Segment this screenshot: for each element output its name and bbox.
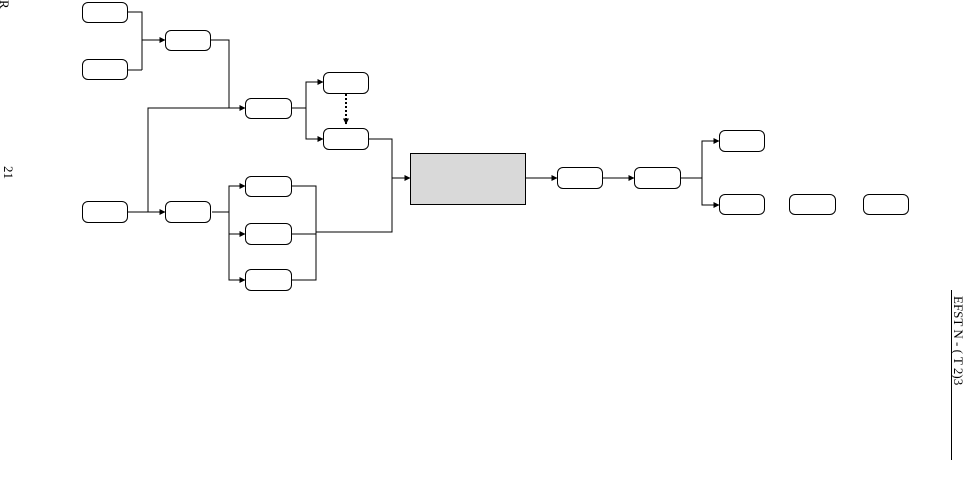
diagram-node <box>165 201 211 223</box>
diagram-node <box>323 128 369 150</box>
connector <box>228 234 246 283</box>
connector <box>369 138 411 181</box>
diagram-node <box>165 30 211 51</box>
diagram-node <box>557 167 603 189</box>
diagram-node <box>863 194 909 215</box>
diagram-node <box>245 98 292 119</box>
connector <box>701 178 720 208</box>
diagram-node <box>82 59 128 80</box>
diagram-node <box>82 2 128 23</box>
diagram-node <box>634 167 681 189</box>
connector <box>212 183 246 213</box>
footer-reference: EFST N - ( T 2)3 <box>951 296 966 386</box>
connector <box>292 185 317 281</box>
connector <box>305 108 324 142</box>
connector <box>228 212 246 237</box>
diagram-node <box>82 201 128 223</box>
footer-rule <box>951 290 952 460</box>
diagram-node <box>789 194 836 215</box>
diagram-node <box>245 176 292 197</box>
page-number: 21 <box>1 166 16 179</box>
margin-letter: R <box>0 0 12 9</box>
diagram-node <box>245 269 292 291</box>
connector <box>292 79 324 109</box>
diagram-node <box>719 130 765 152</box>
connector <box>210 39 246 111</box>
central-process-box <box>410 153 526 205</box>
diagram-node <box>719 194 765 215</box>
connector <box>681 138 720 179</box>
connector <box>128 11 165 71</box>
diagram-node <box>323 72 369 94</box>
diagram-node <box>245 223 292 245</box>
connector <box>316 178 393 233</box>
connector <box>147 107 229 212</box>
